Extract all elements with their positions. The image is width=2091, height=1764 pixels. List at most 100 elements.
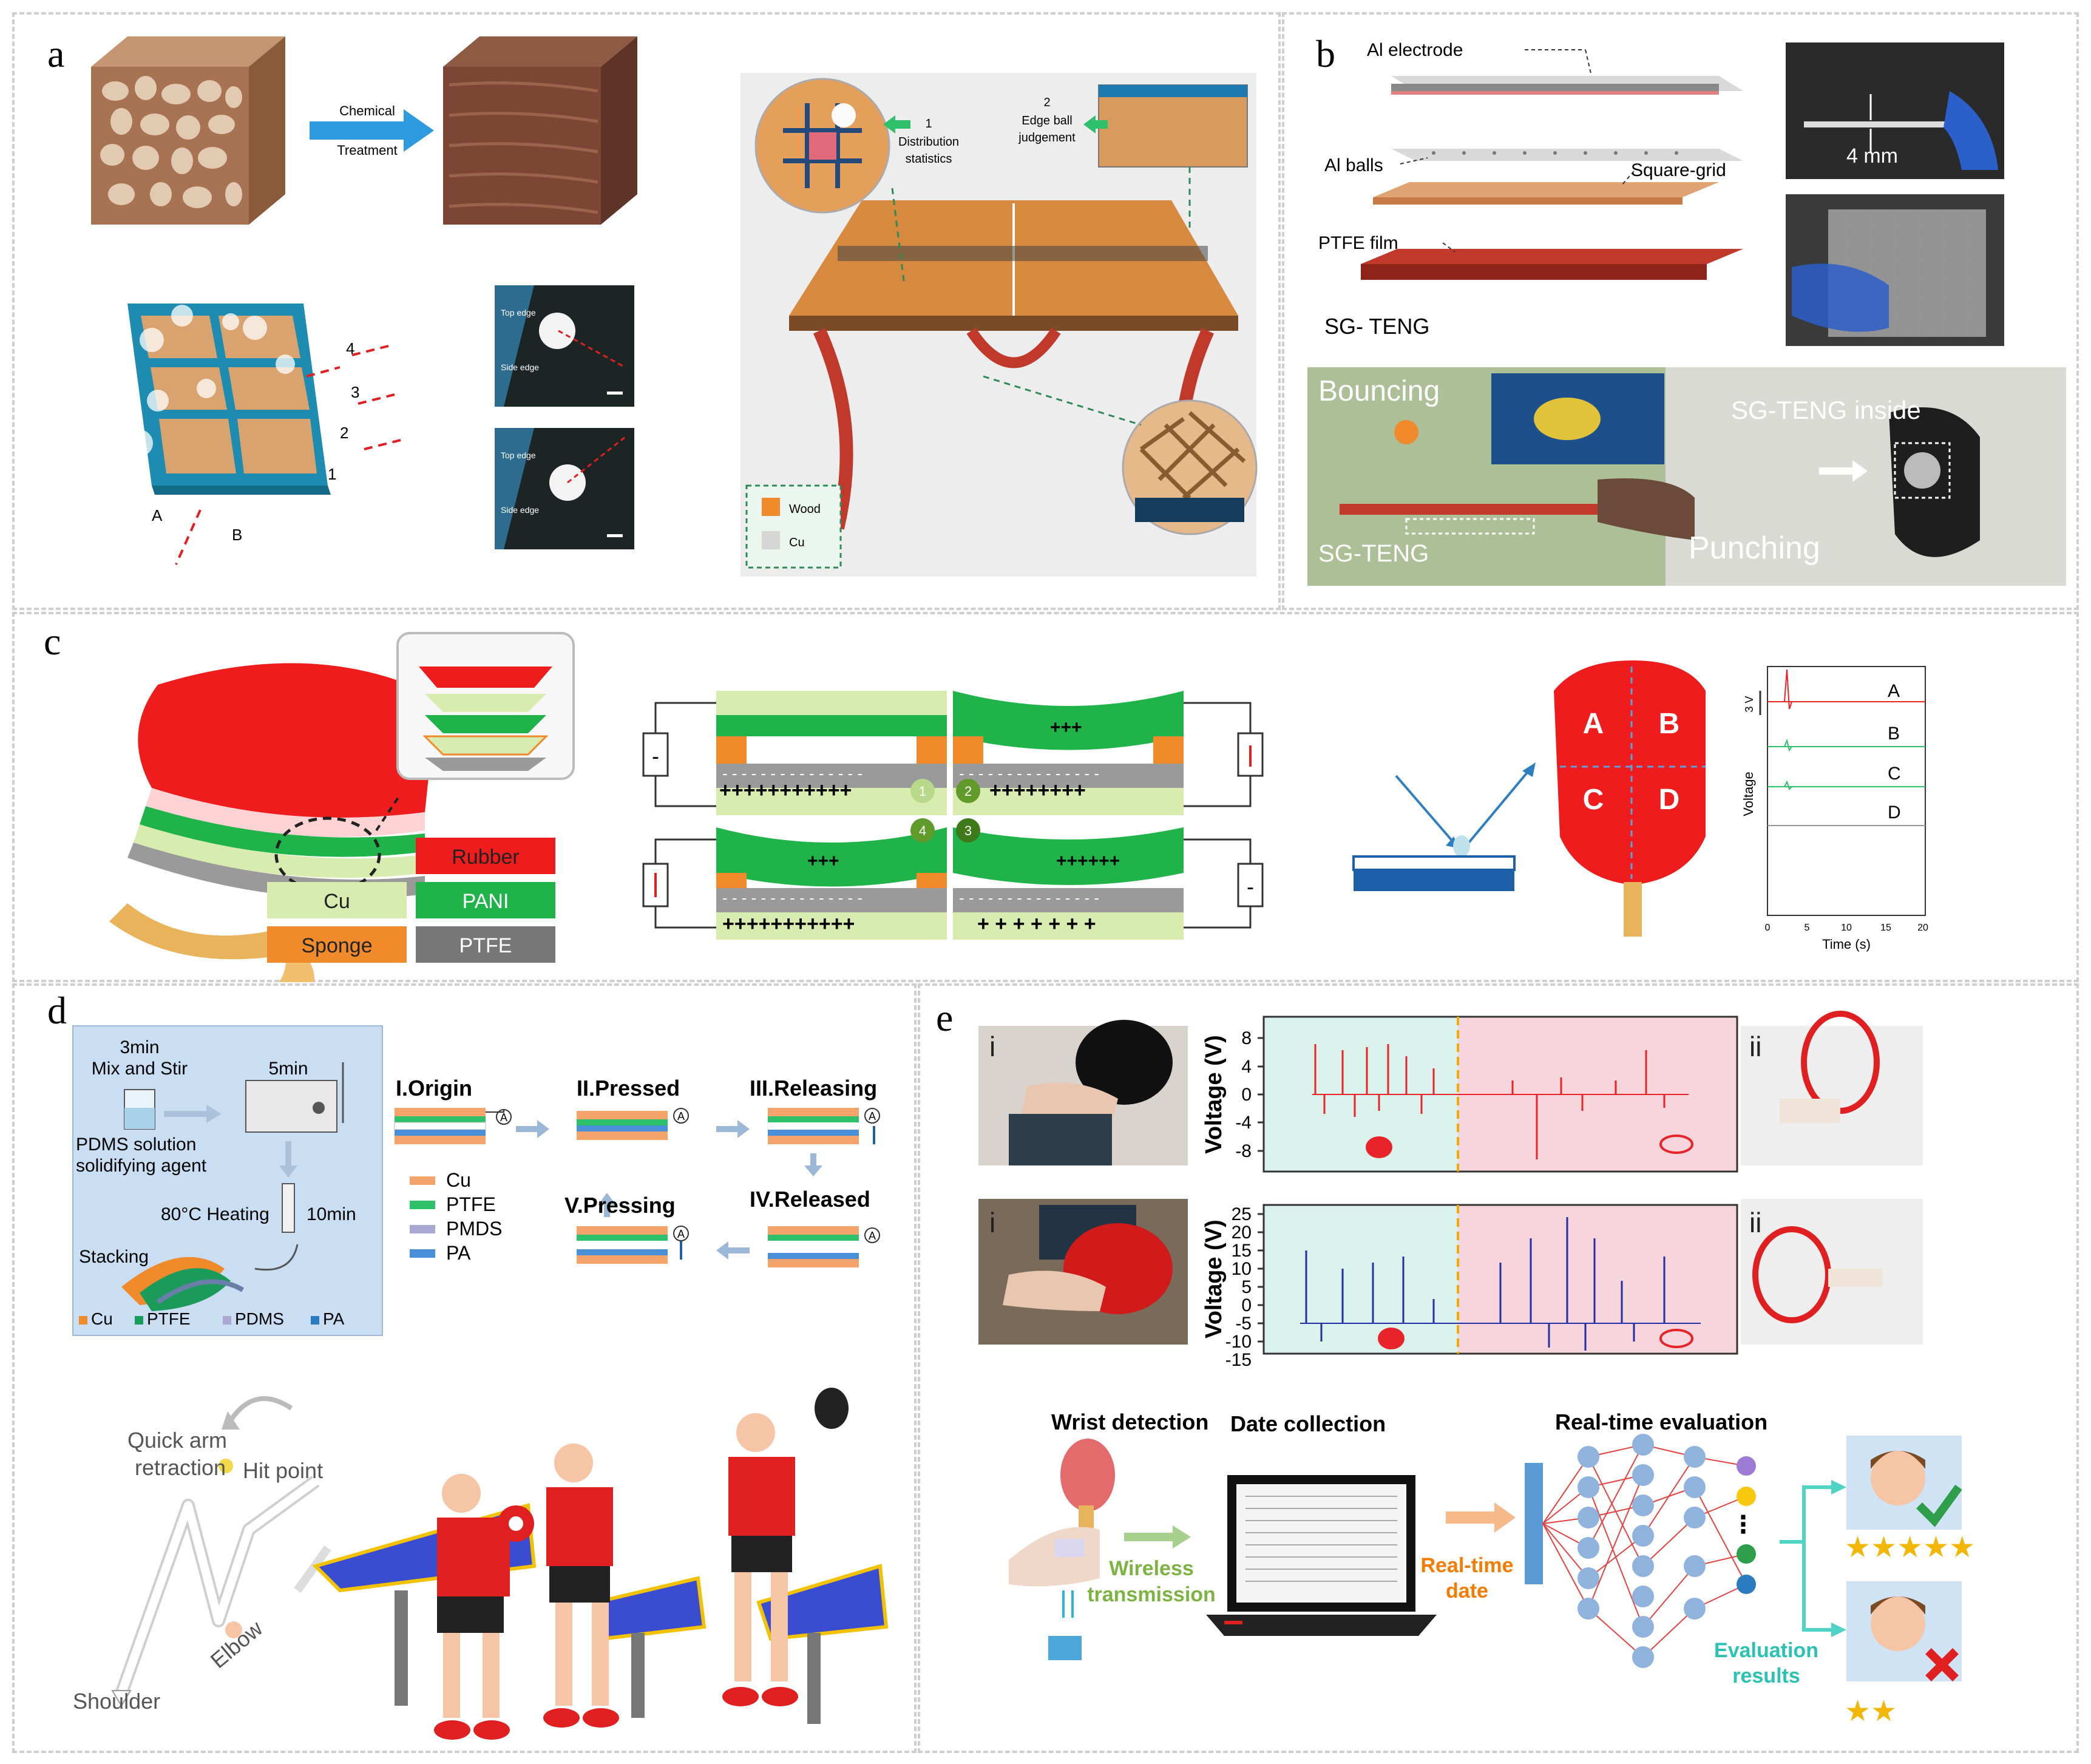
legend-wood: Wood <box>789 503 821 516</box>
arrow-label-treatment: Treatment <box>337 143 397 158</box>
label-date-collection: Date collection <box>1230 1411 1386 1436</box>
panel-d-figure: 3min Mix and Stir 5min PDMS solution sol… <box>72 1025 889 1740</box>
working-mechanism-diagram <box>642 691 1264 940</box>
photo-wrist-pingpong-1 <box>978 1020 1188 1165</box>
label-shoulder: Shoulder <box>73 1689 160 1714</box>
label-5min: 5min <box>268 1059 308 1079</box>
photo-wrist-pingpong-2 <box>978 1199 1188 1345</box>
meter-label-releasing: A <box>869 1110 876 1122</box>
minus-row-4: - - - - - - - - - - - - - - - <box>959 889 1099 907</box>
panel-c-frame <box>12 612 2079 982</box>
plot-bottom-tick-5: 5 <box>1241 1277 1252 1297</box>
quadrant-c: C <box>1583 784 1604 816</box>
layer-legend-cu: Cu <box>446 1169 471 1191</box>
plot-scale: 3 V <box>1743 696 1755 712</box>
plot-ylabel: Voltage <box>1741 772 1756 816</box>
micro-side-edge-label-2: Side edge <box>501 505 539 515</box>
label-10min: 10min <box>307 1204 356 1224</box>
label-mix-stir: Mix and Stir <box>92 1059 188 1079</box>
legend-pani: PANI <box>463 890 509 913</box>
photo-label-ii-1: ii <box>1749 1031 1761 1062</box>
thickness-label: 4 mm <box>1846 144 1898 168</box>
state-1: 1 <box>919 784 926 799</box>
layer-legend-ptfe: PTFE <box>446 1193 496 1215</box>
plus-row-4: +++ <box>807 851 839 871</box>
layer-legend <box>410 1176 435 1258</box>
layer-legend-pa: PA <box>446 1242 471 1264</box>
micro-top-edge-label-2: Top edge <box>501 450 536 460</box>
grid-row-2: 2 <box>340 424 348 442</box>
arm-motion-diagram <box>111 1396 331 1707</box>
photo-wrist-tennis-2 <box>1741 1199 1923 1345</box>
label-al-balls: Al balls <box>1324 155 1383 175</box>
photo-bouncing-punching <box>1307 367 2066 586</box>
legend-rubber: Rubber <box>452 846 520 869</box>
quadrant-b: B <box>1659 708 1680 740</box>
label-hit-point: Hit point <box>243 1458 323 1483</box>
voltage-plot-top <box>1258 1016 1738 1173</box>
panel-e-figure: i ii i ii <box>978 1011 1975 1728</box>
label-pdms-solution: PDMS solution <box>76 1135 196 1155</box>
minus-row-3: - - - - - - - - - - - - - - - <box>722 889 862 907</box>
state-2: 2 <box>964 784 972 799</box>
minus-row-1: - - - - - - - - - - - - - - - <box>722 764 862 782</box>
label-transmission: transmission <box>1087 1583 1216 1606</box>
bottom-legend-pdms: PDMS <box>235 1309 284 1328</box>
stars-good: ★★★★★ <box>1845 1532 1975 1564</box>
fabrication-process-box <box>72 1025 383 1336</box>
wrist-sensor-illustration <box>1009 1439 1115 1660</box>
quadrant-d: D <box>1659 784 1680 816</box>
voltage-plot-bottom <box>1258 1204 1738 1355</box>
panel-letter-a: a <box>47 32 65 75</box>
plot-tick-20: 20 <box>1917 923 1928 933</box>
neural-network-illustration <box>1525 1434 1756 1668</box>
plot-trace-c: C <box>1888 764 1901 784</box>
callout1-line1: Distribution <box>898 135 959 149</box>
avatar-bad <box>1846 1581 1962 1681</box>
panel-letter-c: c <box>44 620 61 663</box>
photo-wrist-tennis-1 <box>1741 1011 1923 1165</box>
label-sg-teng-photo: SG-TENG <box>1318 540 1429 567</box>
micro-top-edge-label: Top edge <box>501 308 536 317</box>
bottom-legend-cu: Cu <box>91 1309 113 1328</box>
panel-c-figure: Rubber Cu PANI Sponge PTFE 1 2 4 <box>109 632 1928 982</box>
label-results: results <box>1732 1664 1800 1688</box>
plot-bottom-tick-m10: -10 <box>1225 1332 1252 1352</box>
label-stacking: Stacking <box>79 1247 149 1267</box>
plot-top-tick-m8: -8 <box>1235 1141 1252 1161</box>
label-punching: Punching <box>1689 531 1820 566</box>
label-bouncing: Bouncing <box>1318 375 1440 407</box>
exploded-layer-stack <box>1361 49 1743 280</box>
bottom-legend-ptfe: PTFE <box>147 1309 191 1328</box>
label-ptfe-film: PTFE film <box>1318 233 1398 253</box>
grid-plate <box>56 304 401 565</box>
micrograph-top: Top edge Side edge <box>495 285 634 407</box>
avatar-good <box>1846 1436 1962 1530</box>
paddle-illustration <box>109 632 575 982</box>
plot-tick-10: 10 <box>1841 923 1852 933</box>
micro-side-edge-label: Side edge <box>501 362 539 372</box>
legend-sponge: Sponge <box>301 934 372 957</box>
grid-row-4: 4 <box>346 339 354 358</box>
plot-tick-5: 5 <box>1805 923 1810 933</box>
plot-top-tick-0: 0 <box>1241 1085 1252 1105</box>
state-4: 4 <box>919 823 926 838</box>
callout1-number: 1 <box>925 117 932 131</box>
teng-stages-diagram <box>394 1108 880 1267</box>
panel-a-figure: Chemical Treatment 4 3 2 1 A B Top edge <box>56 36 1258 577</box>
output-ellipsis: ⋮ <box>1731 1511 1755 1538</box>
grid-row-1: 1 <box>328 465 336 483</box>
plus-row-6: +++++++++++ <box>722 912 855 935</box>
material-legend <box>267 838 555 963</box>
wood-block-treated <box>443 36 637 225</box>
layer-legend-pmds: PMDS <box>446 1218 502 1240</box>
grid-row-3: 3 <box>351 383 359 401</box>
panel-letter-e: e <box>936 996 954 1039</box>
legend-cu: Cu <box>789 536 805 549</box>
ball-rebound-diagram <box>1352 660 1706 937</box>
plus-row-7: + + + + + + + <box>977 912 1096 935</box>
plus-row-1: +++++++++++ <box>719 779 852 802</box>
label-wrist-detection: Wrist detection <box>1051 1410 1208 1434</box>
plot-bottom-tick-m15: -15 <box>1225 1350 1252 1370</box>
plot-bottom-tick-m5: -5 <box>1235 1314 1252 1334</box>
